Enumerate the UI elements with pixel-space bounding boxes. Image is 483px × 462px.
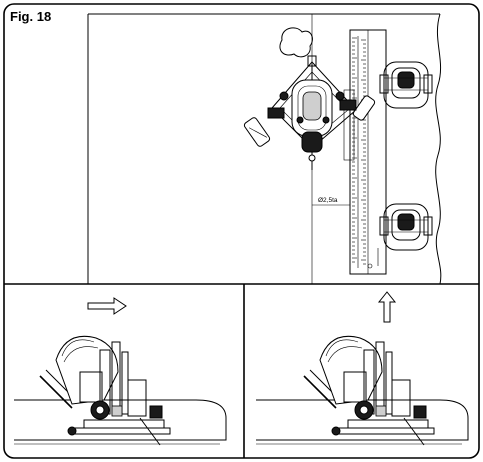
outer-frame: [3, 3, 480, 459]
router-top-view: [243, 55, 376, 170]
arrow-up-icon: [377, 291, 397, 323]
suction-clamp-upper: [379, 61, 433, 109]
router-side-view-right: [303, 335, 435, 446]
bottom-right-panel: [256, 291, 469, 446]
workpiece-left: [14, 399, 227, 441]
suction-clamp-lower: [379, 203, 433, 251]
figure-label: Fig. 18: [10, 9, 52, 24]
bottom-left-panel: [14, 297, 227, 446]
top-view-panel: Ø2,5ta: [87, 13, 442, 285]
router-side-view-left: [39, 335, 171, 446]
break-line: [435, 13, 442, 285]
workpiece-marking: [279, 27, 313, 58]
workpiece-right: [256, 399, 469, 441]
arrow-right-icon: [87, 297, 127, 315]
dimension-label: Ø2,5ta: [318, 197, 338, 204]
guide-rail: [343, 29, 387, 275]
